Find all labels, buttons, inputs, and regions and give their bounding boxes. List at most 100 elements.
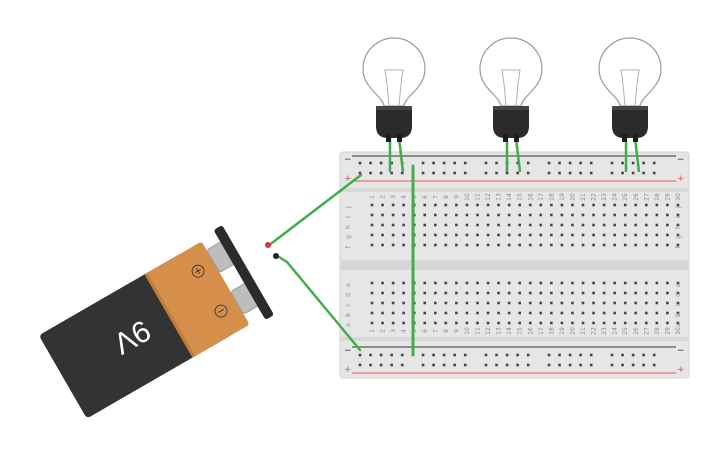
breadboard-hole[interactable] [592,321,595,325]
breadboard-hole[interactable] [518,213,521,217]
rail-hole[interactable] [652,363,656,367]
breadboard-hole[interactable] [550,223,553,227]
breadboard-hole[interactable] [402,311,405,315]
rail-hole[interactable] [390,363,393,367]
rail-hole[interactable] [621,171,624,175]
breadboard-hole[interactable] [476,203,479,207]
breadboard-hole[interactable] [497,233,500,237]
breadboard-hole[interactable] [476,301,479,305]
breadboard-hole[interactable] [402,281,405,285]
breadboard-hole[interactable] [550,281,553,285]
breadboard-hole[interactable] [613,203,616,207]
breadboard-hole[interactable] [645,213,648,217]
rail-hole[interactable] [558,353,561,357]
rail-hole[interactable] [610,363,614,367]
breadboard-hole[interactable] [592,203,595,207]
breadboard-hole[interactable] [602,301,606,305]
breadboard-hole[interactable] [592,281,595,285]
breadboard-hole[interactable] [518,301,521,305]
breadboard-hole[interactable] [444,291,448,295]
breadboard-hole[interactable] [634,291,638,295]
breadboard-hole[interactable] [528,233,532,237]
breadboard-hole[interactable] [676,281,680,285]
breadboard-hole[interactable] [655,281,659,285]
breadboard-hole[interactable] [381,233,384,237]
rail-hole[interactable] [369,363,372,367]
breadboard-hole[interactable] [560,223,564,227]
breadboard-hole[interactable] [381,223,384,227]
breadboard-hole[interactable] [613,321,616,325]
breadboard-hole[interactable] [666,233,669,237]
breadboard-hole[interactable] [602,223,606,227]
breadboard-hole[interactable] [434,321,437,325]
rail-hole[interactable] [400,363,404,367]
breadboard-hole[interactable] [455,233,458,237]
breadboard-hole[interactable] [581,301,585,305]
breadboard-hole[interactable] [539,311,543,315]
breadboard-hole[interactable] [381,311,384,315]
breadboard-hole[interactable] [434,233,437,237]
breadboard-hole[interactable] [444,321,448,325]
rail-hole[interactable] [558,161,561,165]
rail-hole[interactable] [516,171,519,175]
breadboard-hole[interactable] [476,291,479,295]
bulb-2[interactable] [479,37,543,173]
breadboard-hole[interactable] [645,291,648,295]
breadboard-hole[interactable] [370,223,374,227]
breadboard-hole[interactable] [645,281,648,285]
breadboard-hole[interactable] [539,243,543,247]
breadboard-hole[interactable] [539,321,543,325]
breadboard-hole[interactable] [634,203,638,207]
breadboard-hole[interactable] [507,213,511,217]
breadboard-hole[interactable] [381,281,384,285]
breadboard-hole[interactable] [676,301,680,305]
breadboard-hole[interactable] [550,213,553,217]
breadboard-hole[interactable] [581,233,585,237]
breadboard-hole[interactable] [423,203,427,207]
breadboard-hole[interactable] [518,203,521,207]
breadboard-hole[interactable] [444,213,448,217]
breadboard-hole[interactable] [455,213,458,217]
breadboard-hole[interactable] [623,321,627,325]
rail-hole[interactable] [379,363,383,367]
breadboard-hole[interactable] [434,301,437,305]
rail-hole[interactable] [631,363,635,367]
breadboard-hole[interactable] [592,243,595,247]
breadboard-hole[interactable] [476,281,479,285]
rail-hole[interactable] [631,171,635,175]
rail-hole[interactable] [495,353,498,357]
breadboard-hole[interactable] [518,321,521,325]
breadboard-hole[interactable] [465,311,469,315]
breadboard-hole[interactable] [465,301,469,305]
rail-hole[interactable] [610,171,614,175]
rail-hole[interactable] [652,171,656,175]
breadboard-hole[interactable] [645,233,648,237]
rail-hole[interactable] [621,363,624,367]
breadboard[interactable]: − + − + − + − + 112233445566778899101011… [339,151,690,379]
rail-hole[interactable] [390,171,393,175]
breadboard-hole[interactable] [560,291,564,295]
breadboard-hole[interactable] [592,291,595,295]
breadboard-hole[interactable] [497,203,500,207]
breadboard-hole[interactable] [391,203,395,207]
rail-hole[interactable] [421,171,425,175]
breadboard-hole[interactable] [444,203,448,207]
breadboard-hole[interactable] [645,223,648,227]
breadboard-hole[interactable] [528,291,532,295]
rail-hole[interactable] [505,363,509,367]
breadboard-hole[interactable] [560,233,564,237]
breadboard-hole[interactable] [645,243,648,247]
breadboard-hole[interactable] [507,301,511,305]
breadboard-hole[interactable] [550,301,553,305]
breadboard-hole[interactable] [370,291,374,295]
breadboard-hole[interactable] [507,203,511,207]
rail-hole[interactable] [484,161,488,165]
breadboard-hole[interactable] [434,203,437,207]
battery-lead-red[interactable] [265,242,271,248]
breadboard-hole[interactable] [434,243,437,247]
rail-hole[interactable] [379,353,383,357]
breadboard-hole[interactable] [571,213,574,217]
breadboard-hole[interactable] [423,311,427,315]
breadboard-hole[interactable] [623,203,627,207]
rail-hole[interactable] [558,363,561,367]
